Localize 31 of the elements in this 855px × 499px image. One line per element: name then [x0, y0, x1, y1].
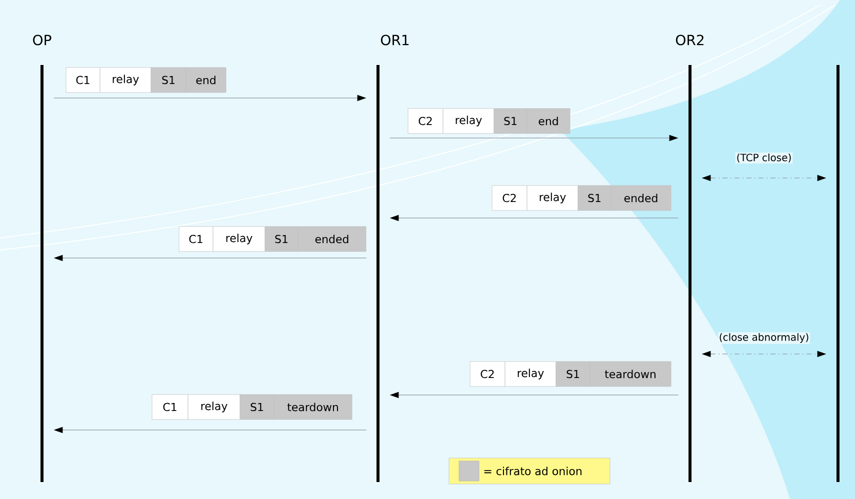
message-cell: end — [186, 67, 226, 93]
message-cell: ended — [610, 185, 672, 211]
legend-box: = cifrato ad onion — [448, 458, 610, 484]
message-cell: S1 — [578, 185, 612, 211]
lifeline: OR1 — [376, 34, 409, 482]
message-cell: C2 — [492, 185, 528, 211]
lifeline — [836, 65, 840, 482]
message-cell: S1 — [494, 108, 528, 134]
message-cell: S1 — [150, 67, 186, 93]
node-label: OR2 — [676, 34, 704, 46]
message-cell: relay — [212, 226, 266, 252]
message-cell: C1 — [152, 394, 188, 420]
message-cell: end — [526, 108, 570, 134]
node-label: OP — [33, 34, 52, 46]
message-cell: C2 — [470, 361, 506, 387]
lifeline: OR2 — [676, 34, 704, 482]
lifeline: OP — [33, 34, 52, 482]
edge-label: (close abnormaly) — [718, 332, 810, 344]
message-cell: relay — [442, 108, 494, 134]
message-cell: C1 — [66, 67, 100, 93]
message-cell: relay — [100, 67, 152, 93]
message-cell: relay — [526, 185, 578, 211]
message-cell: relay — [504, 361, 556, 387]
message-cell: S1 — [264, 226, 298, 252]
message-cell: S1 — [240, 394, 274, 420]
node-label: OR1 — [380, 34, 409, 46]
edge-label: (TCP close) — [735, 152, 793, 164]
message-cell: relay — [188, 394, 240, 420]
message-cell: C1 — [178, 226, 214, 252]
message-cell: S1 — [556, 361, 590, 387]
message-cell: C2 — [408, 108, 444, 134]
